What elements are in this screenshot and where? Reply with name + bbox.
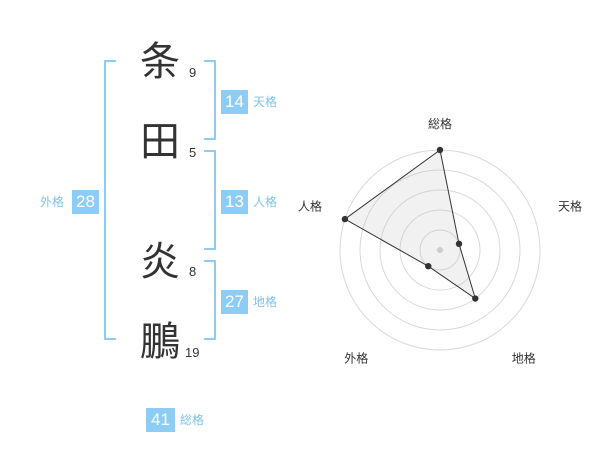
radar-point-2: [455, 240, 463, 248]
name-char-1: 条: [140, 39, 180, 85]
gaikaku-label: 外格: [40, 195, 65, 209]
radar-ring: [379, 189, 501, 311]
radar-label-3: 地格: [512, 351, 536, 366]
name-char-3: 炎: [140, 239, 180, 285]
radar-center-dot: [437, 247, 443, 253]
soukaku-label: 総格: [180, 413, 205, 427]
radar-ring: [359, 169, 521, 331]
radar-label-5: 人格: [298, 198, 322, 213]
name-char-4: 鵬: [140, 319, 180, 365]
chikaku-label: 地格: [253, 295, 278, 309]
tenkaku-bracket: [204, 60, 216, 140]
radar-ring: [419, 229, 461, 271]
radar-area: [343, 149, 477, 300]
jinkaku-value: 13: [221, 190, 248, 214]
radar-point-4: [425, 262, 432, 270]
tenkaku-label: 天格: [253, 95, 278, 109]
radar-label-2: 天格: [558, 198, 582, 213]
jinkaku-bracket: [204, 150, 216, 250]
radar-point-3: [472, 295, 479, 302]
chikaku-value: 27: [221, 290, 248, 314]
stroke-count-1: 9: [189, 65, 197, 80]
radar-point-1: [436, 146, 444, 154]
tenkaku-value: 14: [221, 90, 248, 114]
gaikaku-bracket: [104, 60, 116, 340]
gaikaku-value: 28: [72, 190, 99, 214]
chikaku-bracket: [204, 260, 216, 340]
jinkaku-label: 人格: [253, 195, 278, 209]
radar-label-4: 外格: [344, 351, 368, 366]
name-char-2: 田: [140, 119, 180, 165]
stroke-count-3: 8: [189, 264, 197, 279]
stroke-count-2: 5: [189, 145, 197, 160]
stroke-count-4: 19: [185, 345, 200, 360]
radar-point-5: [341, 215, 349, 223]
radar-label-1: 総格: [428, 116, 452, 131]
soukaku-value: 41: [146, 408, 175, 432]
